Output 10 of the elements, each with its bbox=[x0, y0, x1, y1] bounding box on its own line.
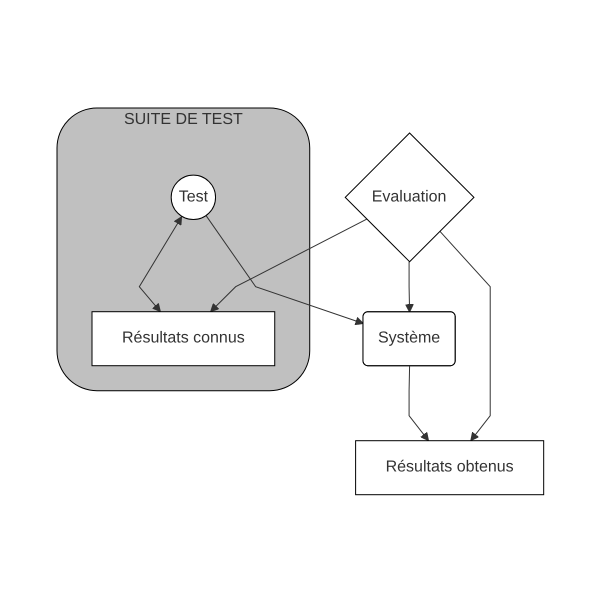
node-diamond: Evaluation bbox=[344, 132, 474, 263]
node-box: Résultats obtenus bbox=[354, 440, 544, 496]
arrow bbox=[438, 230, 490, 442]
node-box: Résultats connus bbox=[91, 311, 275, 366]
arrow bbox=[404, 261, 414, 313]
arrow bbox=[205, 215, 364, 326]
node-circle: Test bbox=[170, 174, 216, 220]
arrow bbox=[408, 366, 429, 442]
arrow bbox=[138, 216, 182, 312]
arrow bbox=[210, 218, 367, 312]
